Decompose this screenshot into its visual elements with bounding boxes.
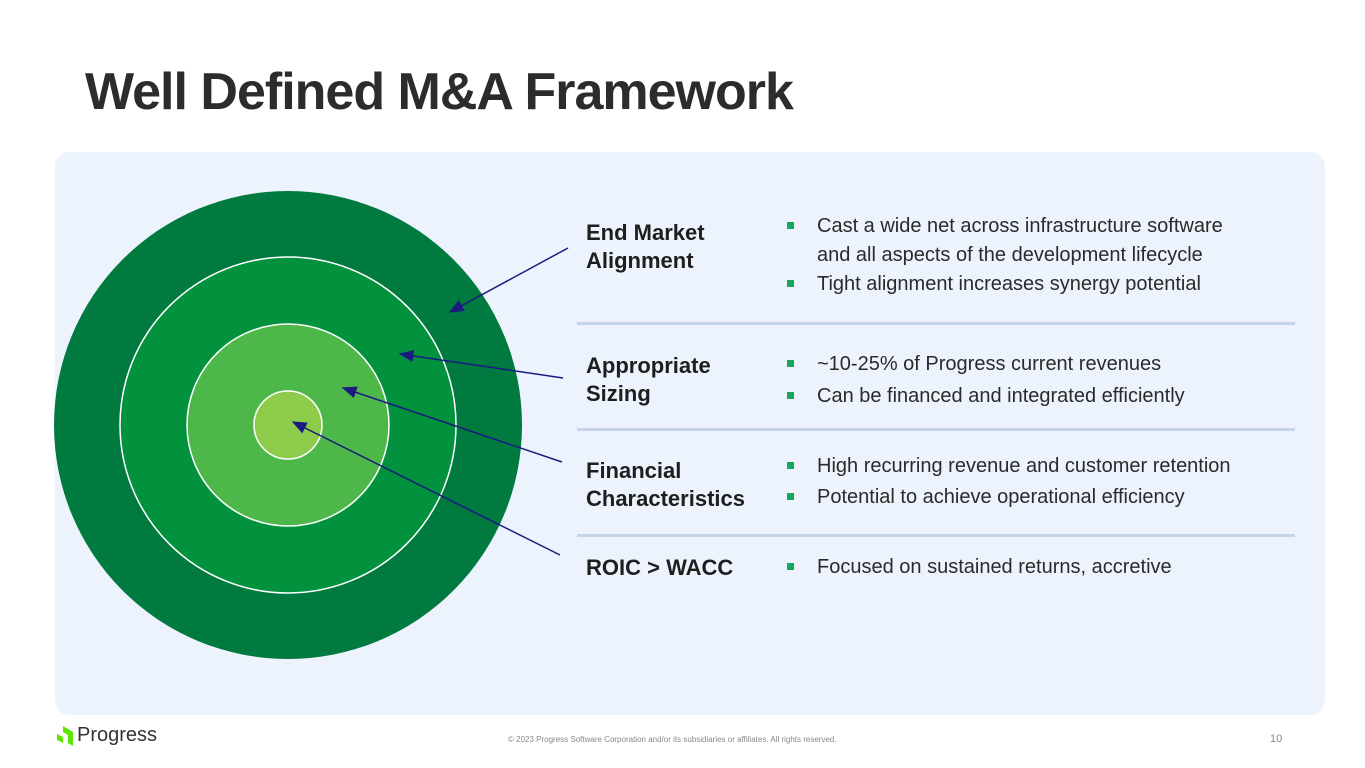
logo-text: Progress — [77, 724, 158, 746]
bullet-text: Focused on sustained returns, accretive — [817, 556, 1172, 578]
label-line: ROIC > WACC — [586, 555, 734, 580]
label-end-market: End Market Alignment — [586, 220, 705, 273]
ring-roic — [253, 390, 323, 460]
bullet-icon — [787, 280, 794, 287]
progress-logo-icon — [57, 725, 73, 746]
divider — [577, 534, 1295, 537]
bullet-icon — [787, 493, 794, 500]
page-title: Well Defined M&A Framework — [85, 63, 794, 121]
label-roic: ROIC > WACC — [586, 554, 733, 582]
divider — [577, 428, 1295, 431]
page-number: 10 — [1270, 733, 1283, 745]
bullet-icon — [787, 462, 794, 469]
bullet-icon — [787, 222, 794, 229]
progress-logo: Progress — [57, 724, 157, 747]
bullet-icon — [787, 360, 794, 367]
bullet-icon — [787, 392, 794, 399]
bullet-text: Can be financed and integrated efficient… — [817, 385, 1185, 407]
bullet-text: Tight alignment increases synergy potent… — [817, 273, 1201, 295]
bullet-text: Potential to achieve operational efficie… — [817, 486, 1185, 508]
arrow-end-market — [448, 247, 569, 313]
label-line: Sizing — [586, 381, 651, 406]
label-line: Appropriate — [586, 353, 711, 378]
arrow-sizing — [398, 350, 564, 379]
label-line: Financial — [586, 458, 682, 483]
bullet-text: and all aspects of the development lifec… — [817, 244, 1203, 266]
arrow-roic — [291, 421, 561, 556]
bullet-text: ~10-25% of Progress current revenues — [817, 353, 1162, 375]
copyright: © 2023 Progress Software Corporation and… — [508, 735, 837, 744]
label-line: Characteristics — [586, 486, 745, 511]
bullet-text: Cast a wide net across infrastructure so… — [817, 215, 1223, 237]
divider — [577, 322, 1295, 325]
bullet-icon — [787, 563, 794, 570]
bullet-text: High recurring revenue and customer rete… — [817, 455, 1231, 477]
arrow-financial — [341, 386, 563, 463]
